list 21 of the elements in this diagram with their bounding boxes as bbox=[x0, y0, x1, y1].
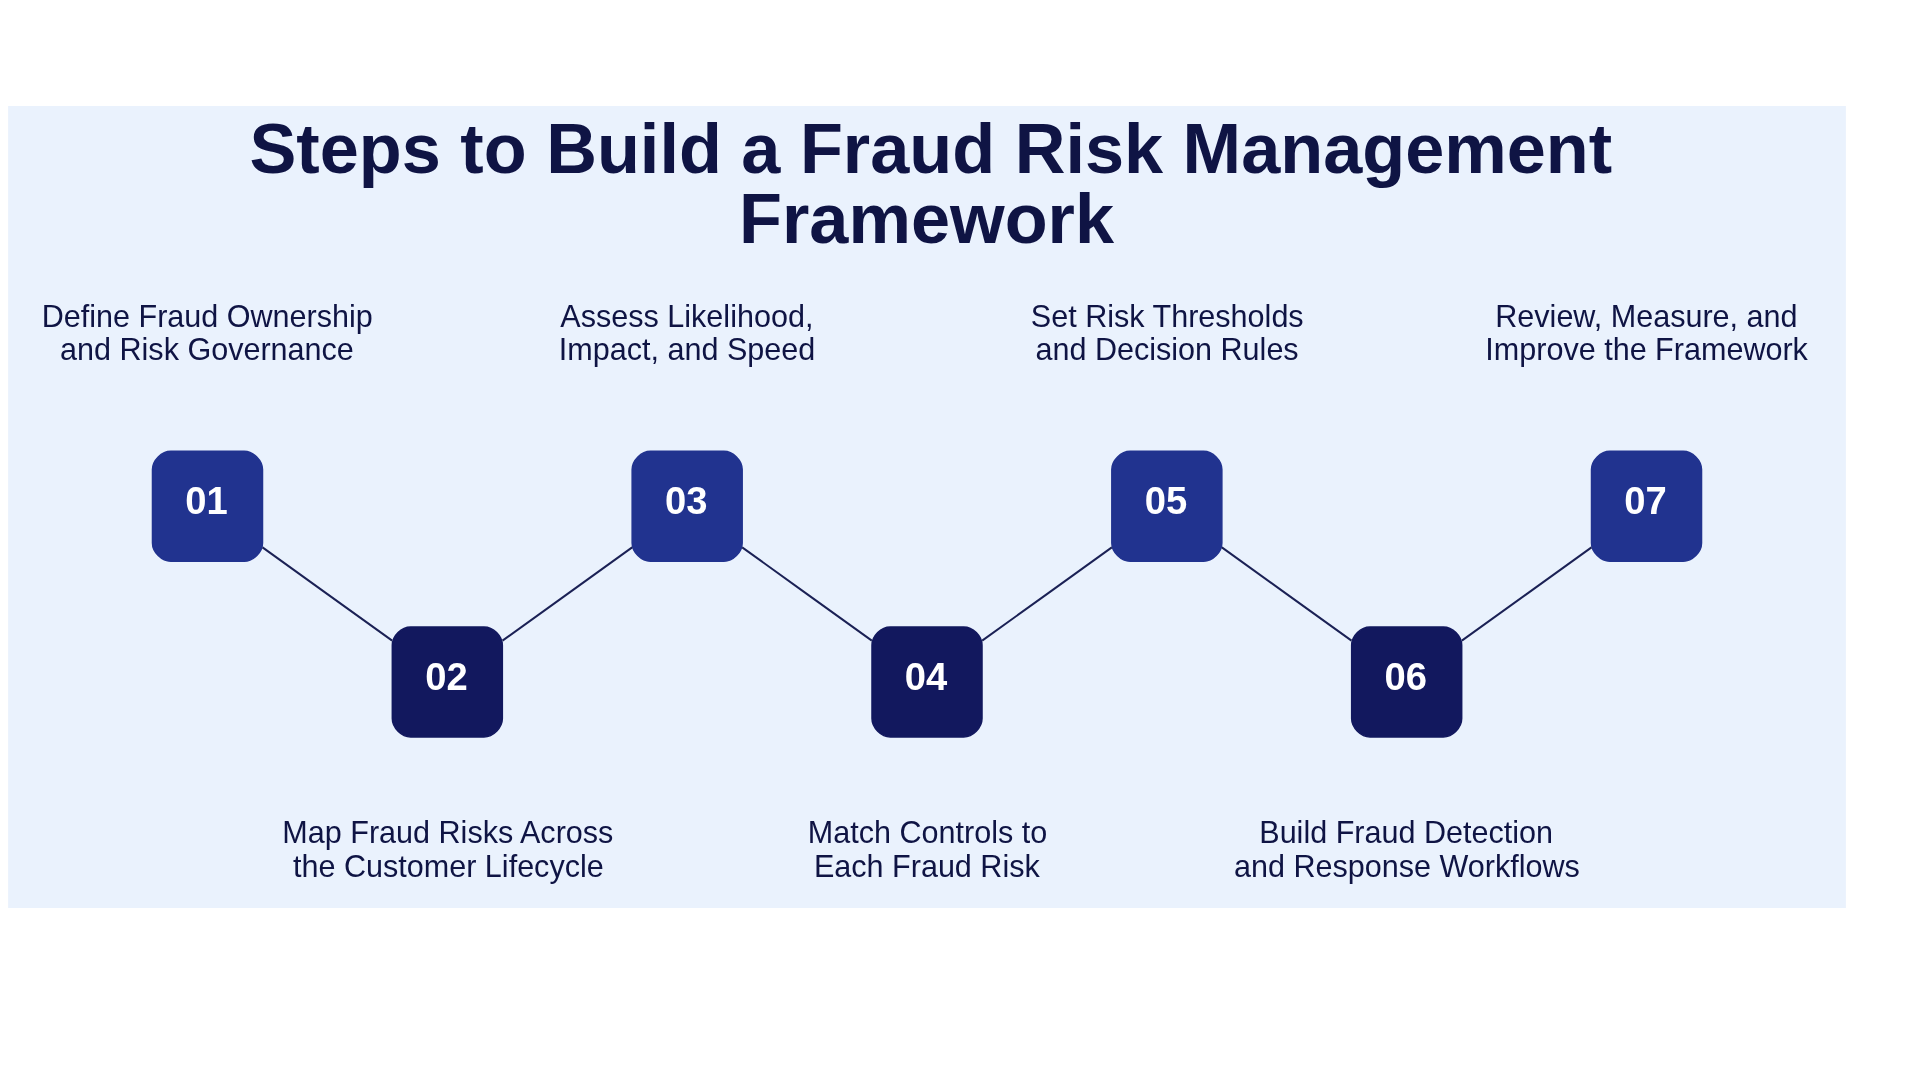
connector bbox=[1220, 546, 1353, 642]
node-box: 07 bbox=[1590, 450, 1703, 562]
node-label: Build Fraud Detection and Response Workflows bbox=[1234, 815, 1580, 883]
connector bbox=[981, 546, 1113, 642]
node-box: 03 bbox=[631, 450, 743, 562]
node-label: Set Risk Thresholds and Decision Rules bbox=[1030, 298, 1304, 367]
node-box: 06 bbox=[1350, 626, 1463, 738]
node-label: Review, Measure, and Improve the Framework bbox=[1485, 298, 1808, 367]
node-label: Define Fraud Ownership and Risk Governance bbox=[41, 298, 373, 367]
node-label: Map Fraud Risks Across the Customer Lifecycle bbox=[282, 815, 614, 883]
connector bbox=[261, 546, 394, 642]
node-label: Match Controls to Each Fraud Risk bbox=[807, 815, 1048, 883]
connector bbox=[1460, 546, 1593, 642]
node-box: 05 bbox=[1111, 450, 1223, 562]
node-box: 01 bbox=[151, 450, 264, 562]
connector bbox=[501, 546, 634, 642]
node-box: 02 bbox=[391, 626, 504, 738]
diagram-title: Steps to Build a Fraud Risk Management Framework bbox=[249, 108, 1613, 259]
node-label: Assess Likelihood, Impact, and Speed bbox=[558, 298, 816, 367]
connector bbox=[741, 546, 873, 642]
node-box: 04 bbox=[871, 626, 983, 738]
